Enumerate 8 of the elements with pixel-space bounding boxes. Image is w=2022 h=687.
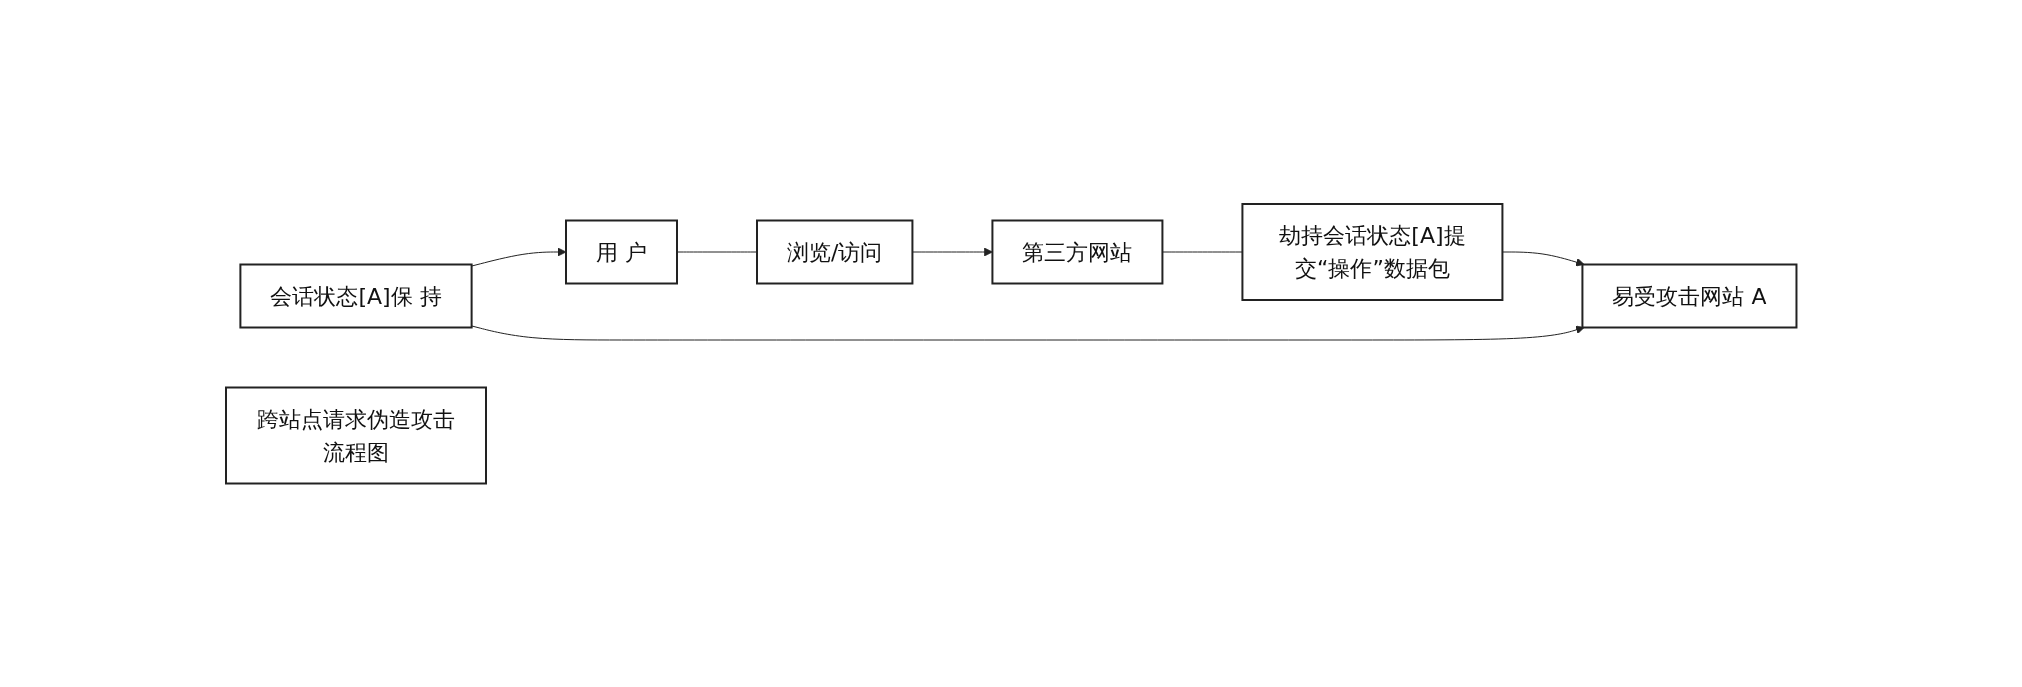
node-box: 跨站点请求伪造攻击流程图: [224, 386, 487, 485]
node-box: 劫持会话状态[A]提交“操作”数据包: [1241, 202, 1504, 301]
node-box: 浏览/访问: [755, 219, 914, 285]
node-box: 会话状态[A]保 持: [239, 263, 473, 329]
node-box: 易受攻击网站 A: [1581, 263, 1798, 329]
arrow: [470, 325, 1585, 341]
node-box: 第三方网站: [991, 219, 1164, 285]
node-box: 用 户: [564, 219, 678, 285]
